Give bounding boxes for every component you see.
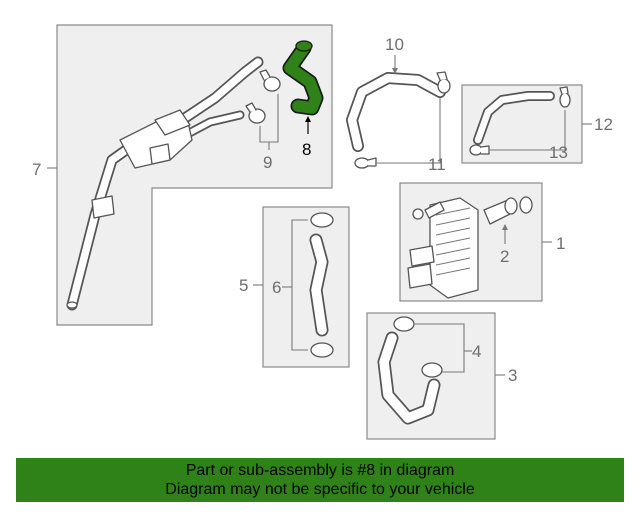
hose-part-12[interactable] [473,91,555,145]
callout-4: 4 [472,342,481,361]
callout-10: 10 [385,35,404,54]
callout-2: 2 [500,247,509,266]
filler-pipe-assembly[interactable] [66,56,264,311]
oil-cooler-part-1[interactable] [407,197,479,299]
hose-part-3[interactable] [377,331,441,425]
callout-13: 13 [549,143,568,162]
group-box-7 [56,24,333,326]
callout-8: 8 [302,140,311,159]
clamp-part-9[interactable] [245,69,281,124]
callout-5: 5 [239,276,248,295]
banner-line-1: Part or sub-assembly is #8 in diagram [185,462,455,479]
hose-part-8-highlighted[interactable] [282,40,324,116]
callout-1: 1 [556,234,565,253]
callout-12: 12 [594,115,613,134]
clamp-part-4[interactable] [393,316,443,378]
callout-11: 11 [428,155,446,174]
clamp-part-11[interactable] [354,71,451,169]
group-box-5 [262,206,350,368]
fitting-part-2[interactable] [483,196,533,225]
banner-line-2: Diagram may not be specific to your vehi… [165,481,475,498]
callout-7: 7 [32,160,41,179]
callout-6: 6 [272,278,281,297]
hose-part-10[interactable] [346,72,446,152]
notice-banner: Part or sub-assembly is #8 in diagram Di… [16,458,624,502]
hose-part-6[interactable] [309,212,334,358]
callout-9: 9 [263,153,272,172]
callout-3: 3 [508,366,517,385]
clamp-part-13[interactable] [469,86,571,156]
